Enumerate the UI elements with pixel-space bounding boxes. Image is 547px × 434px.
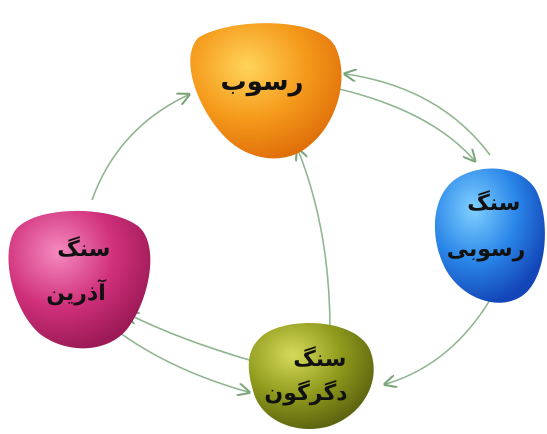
arrow-metamorphic-to-sediment [298,150,330,330]
node-metamorphic-rock: سنگ دگرگون [249,323,374,429]
metamorphic-rock-blob [249,323,374,429]
arrow-metamorphic-to-igneous [128,314,256,362]
arrow-sedimentary-to-sediment [346,74,490,155]
arrow-igneous-to-sediment [92,95,188,200]
arrow-sediment-to-sedimentary [335,88,474,160]
metamorphic-rock-label-line-1: سنگ [293,345,346,372]
igneous-rock-label-line-2: آذرین [46,278,106,306]
node-igneous-rock: سنگ آذرین [8,211,150,348]
node-sediment: رسوب [190,23,341,158]
sediment-label-line-1: رسوب [221,67,304,97]
igneous-rock-label-line-1: سنگ [57,235,110,262]
arrow-igneous-to-metamorphic [116,330,248,392]
igneous-rock-blob [8,211,150,348]
sedimentary-rock-label-line-1: سنگ [467,189,520,216]
node-sedimentary-rock: سنگ رسوبی [435,169,545,303]
metamorphic-rock-label-line-2: دگرگون [264,379,347,406]
sediment-label: رسوب [221,67,304,97]
arrow-sedimentary-to-metamorphic [386,300,490,384]
sedimentary-rock-label-line-2: رسوبی [447,237,526,262]
sedimentary-rock-blob [435,169,545,303]
